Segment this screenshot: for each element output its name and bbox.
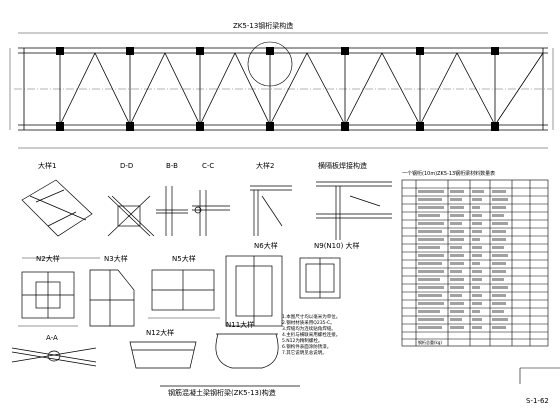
detail-c-c-label: C-C: [202, 162, 215, 170]
truss-title: ZK5-13钢桁梁构造: [233, 22, 294, 30]
fixing-detail-label: 横隔板焊接构造: [318, 162, 367, 170]
detail-b-b-label: B-B: [166, 162, 178, 170]
n5-detail: [148, 269, 220, 319]
material-table-grid: [401, 179, 549, 347]
detail-1-label: 大样1: [38, 162, 57, 170]
detail-d-d-label: D-D: [120, 162, 134, 170]
note-line: 6.钢构件表面涂防锈漆。: [282, 345, 332, 350]
note-line: 5.N12为精制螺栓。: [282, 339, 323, 344]
a-a-section: [11, 347, 97, 367]
note-line: 2.钢材材质采用Q235-C。: [282, 321, 335, 326]
detail-c-c: [192, 190, 230, 236]
n11-label: N11大样: [226, 321, 255, 329]
note-line: 3.焊缝均为连续贴角焊缝。: [282, 327, 336, 332]
gusset-plates: [56, 47, 499, 131]
n6-label: N6大样: [254, 242, 278, 250]
n11-detail: [215, 333, 279, 369]
detail-b-b: [156, 186, 188, 236]
bracing-fixing-detail: [316, 181, 392, 240]
n5-label: N5大样: [172, 255, 196, 263]
drawing-caption: 钢筋混凝土梁钢桁梁(ZK5-13)构造: [168, 389, 276, 397]
n12-detail: [129, 341, 197, 369]
n9-detail: [299, 257, 341, 299]
n2-detail: [18, 271, 78, 327]
detail-1: [21, 179, 100, 259]
detail-2: [250, 185, 292, 236]
n12-label: N12大样: [146, 329, 175, 337]
table-total-label: 钢桁总重(kg): [418, 340, 442, 345]
truss-elevation: [9, 32, 554, 149]
sheet-number-box: [519, 367, 560, 384]
n3-label: N3大样: [104, 255, 128, 263]
note-line: 4.主桁与横联采用螺栓连接。: [282, 333, 341, 338]
n3-detail: [89, 269, 135, 327]
n2-label: N2大样: [36, 255, 60, 263]
n9-label: N9(N10) 大样: [314, 242, 360, 250]
note-line: 7.其它说明见总说明。: [282, 351, 327, 356]
table-cell-marks: [418, 190, 508, 329]
sheet-number: S-1-62: [526, 397, 549, 405]
a-a-label: A-A: [46, 334, 58, 342]
n6-detail: [225, 255, 283, 327]
detail-2-label: 大样2: [256, 162, 275, 170]
note-line: 1.本图尺寸均以毫米为单位。: [282, 315, 341, 320]
notes: 1.本图尺寸均以毫米为单位。 2.钢材材质采用Q235-C。 3.焊缝均为连续贴…: [282, 315, 394, 357]
table-title: 一个钢桁(10m)ZK5-13钢桁梁材料数量表: [402, 171, 496, 177]
detail-d-d: [107, 195, 155, 237]
